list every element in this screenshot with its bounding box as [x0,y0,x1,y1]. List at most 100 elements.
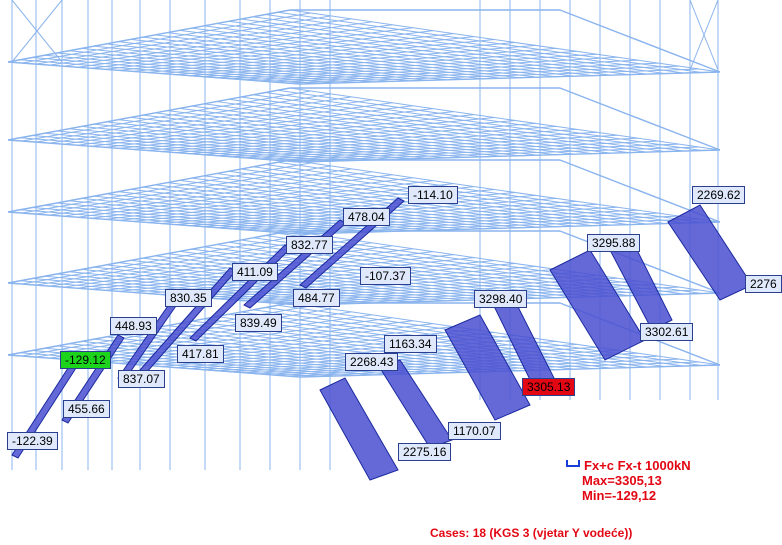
mesh-line [35,236,332,286]
force-label: 3302.61 [640,323,694,341]
result-legend: Fx+c Fx-t 1000kN Max=3305,13 Min=-129,12 [566,458,691,503]
mesh-line [44,204,355,233]
mesh-line [20,59,319,84]
mesh-line [299,149,721,163]
mesh-line [133,257,475,293]
legend-max: Max=3305,13 [582,473,662,488]
force-label: 448.93 [110,317,157,335]
mesh-line [230,206,618,230]
mesh-line [202,128,577,156]
force-diagram-wide [319,377,399,481]
mesh-line [202,50,577,78]
mesh-line [179,107,556,156]
mesh-line [160,119,516,153]
mesh-line [286,146,700,162]
mesh-line [7,139,301,163]
force-label: 2276 [745,275,782,293]
mesh-line [258,62,659,82]
mesh-line [258,212,659,232]
force-label-min: -129.12 [60,351,111,369]
legend-quantity: Fx+c Fx-t 1000kN [584,458,691,473]
force-label: 2268.43 [345,353,399,371]
mesh-line [204,103,593,155]
mesh-line [93,123,428,159]
mesh-line [32,206,337,234]
mesh-line [56,52,374,83]
mesh-line [7,159,291,213]
force-label: 1170.07 [448,422,501,440]
mesh-line [265,92,684,152]
brace-line [689,0,719,71]
mesh-line [35,308,332,358]
mesh-line [118,119,465,158]
mesh-line [167,110,538,156]
mesh-line [142,329,501,372]
brace-line [11,0,63,63]
mesh-line [147,117,495,151]
legend-title-row: Fx+c Fx-t 1000kN [566,458,691,473]
mesh-line [7,87,291,141]
mesh-line [7,211,301,235]
mesh-line [272,143,680,161]
mesh-line [230,349,618,373]
mesh-line [21,90,311,142]
mesh-line [91,320,413,362]
mesh-line [91,177,413,219]
mesh-line [91,105,413,147]
mesh-line [7,354,301,378]
mesh-line [142,36,501,79]
mesh-line [69,343,392,375]
mesh-line [155,327,520,372]
mesh-line [188,125,557,155]
mesh-line [240,311,648,368]
mesh-line [91,27,413,69]
mesh-line [7,61,301,85]
mesh-line [20,137,319,162]
mesh-line [179,29,556,78]
mesh-line [93,266,428,302]
mesh-line [133,114,475,150]
mesh-line [174,265,536,297]
mesh-line [49,96,352,144]
force-diagram-wide [444,314,531,421]
mesh-line [119,111,454,149]
mesh-line [118,334,465,373]
mesh-line [299,221,721,235]
force-label: -122.39 [7,432,58,450]
mesh-line [228,20,629,76]
mesh-line [191,105,574,155]
force-label: 837.07 [118,370,165,388]
frame-grid [7,0,721,470]
mesh-line [133,36,475,72]
mesh-line [35,165,332,215]
mesh-line [174,44,536,76]
mesh-line [32,56,337,84]
mesh-line [265,164,684,224]
legend-min: Min=-129,12 [582,488,657,503]
mesh-line [32,134,337,162]
mesh-line [265,14,684,74]
mesh-line [167,182,538,228]
force-label: -114.10 [408,186,458,204]
mesh-line [272,215,680,233]
mesh-line [130,188,483,230]
force-label-max: 3305.13 [522,378,576,396]
mesh-line [289,9,721,73]
force-label: 832.77 [286,236,333,254]
mesh-line [216,203,598,229]
mesh-line [244,137,639,159]
mesh-line [130,331,483,373]
mesh-line [216,53,598,79]
mesh-line [44,132,355,161]
mesh-line [289,159,721,223]
mesh-line [258,140,659,160]
mesh-line [142,114,501,157]
force-label: 3295.88 [587,234,641,252]
mesh-line [216,131,598,157]
mesh-line [216,101,611,154]
mesh-line [130,38,483,80]
mesh-line [44,54,355,83]
force-label: 3298.40 [474,290,528,308]
mesh-line [56,202,374,233]
